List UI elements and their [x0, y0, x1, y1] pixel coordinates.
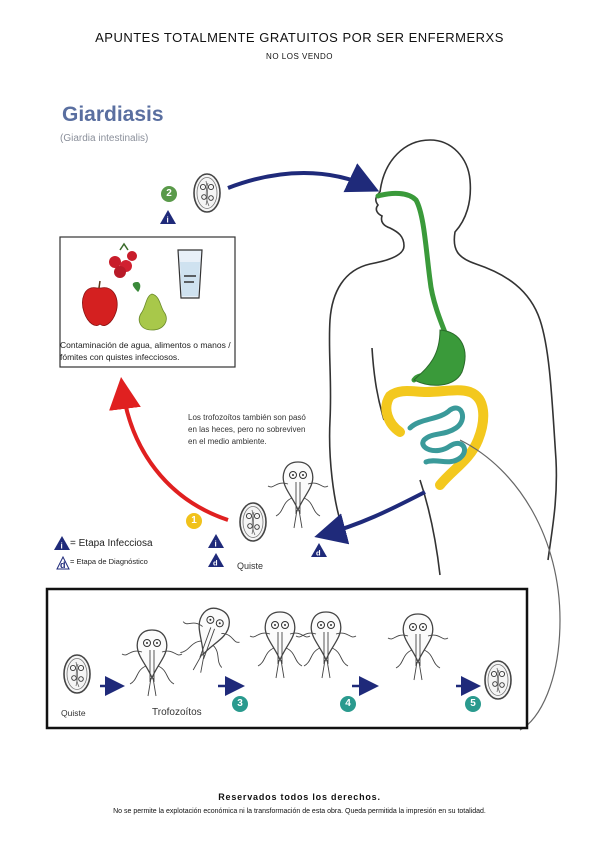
- diagnostic-stage-icon: d: [208, 553, 224, 568]
- footer-license: No se permite la explotación económica n…: [113, 808, 486, 815]
- cyst-excreted: [239, 502, 267, 542]
- large-intestine: [381, 385, 489, 490]
- diagram-title: Giardiasis: [62, 103, 164, 126]
- svg-text:d: d: [316, 549, 321, 558]
- footer-rights: Reservados todos los derechos.: [218, 792, 381, 802]
- transmission-line: [459, 439, 561, 731]
- cyst-ingested: [193, 173, 221, 213]
- svg-text:i: i: [215, 540, 217, 549]
- pear-icon: [132, 282, 167, 331]
- svg-text:i: i: [167, 216, 169, 225]
- header-line-1: APUNTES TOTALMENTE GRATUITOS POR SER ENF…: [95, 30, 504, 45]
- contamination-caption: Contaminación de agua, alimentos o manos…: [60, 340, 231, 362]
- apple-icon: [82, 280, 118, 326]
- raspberry-icon: [109, 242, 137, 278]
- step-5-badge: 5: [465, 696, 481, 712]
- contamination-arrow: [109, 377, 229, 522]
- small-intestine: [407, 405, 467, 465]
- legend-infective-icon: i: [54, 536, 70, 551]
- step-1-badge: 1: [186, 513, 202, 529]
- diagnostic-stage-icon: d: [311, 543, 327, 558]
- digestive-tract: [375, 190, 489, 490]
- svg-text:d: d: [213, 559, 218, 568]
- step-3-badge: 3: [232, 696, 248, 712]
- strip-cyst-final: [484, 660, 512, 700]
- diagram-subtitle: (Giardia intestinalis): [60, 133, 149, 144]
- cyst-label: Quiste: [237, 561, 264, 571]
- trophozoite-note: Los trofozoítos también son pasó en las …: [188, 413, 306, 446]
- human-silhouette: [328, 139, 558, 576]
- svg-text:i: i: [61, 542, 63, 551]
- strip-cyst: [63, 654, 91, 694]
- ingestion-arrow: [227, 163, 380, 193]
- strip-trophozoite-label: Trofozoítos: [152, 707, 202, 718]
- trophozoite-in-feces: [267, 461, 329, 529]
- legend-diagnostic-icon: d: [56, 555, 70, 570]
- life-cycle-strip: [45, 587, 529, 730]
- legend-diagnostic-label: = Etapa de Diagnóstico: [70, 557, 148, 566]
- excretion-arrow: [314, 490, 426, 545]
- infective-stage-icon: i: [208, 534, 224, 549]
- header-line-2: NO LOS VENDO: [266, 52, 333, 61]
- strip-cyst-label: Quiste: [61, 708, 86, 718]
- step-4-badge: 4: [340, 696, 356, 712]
- water-glass-icon: [177, 249, 203, 299]
- svg-text:d: d: [60, 560, 66, 570]
- step-2-badge: 2: [161, 186, 177, 202]
- legend-infective-label: = Etapa Infecciosa: [70, 538, 153, 549]
- infective-stage-icon: i: [160, 210, 176, 225]
